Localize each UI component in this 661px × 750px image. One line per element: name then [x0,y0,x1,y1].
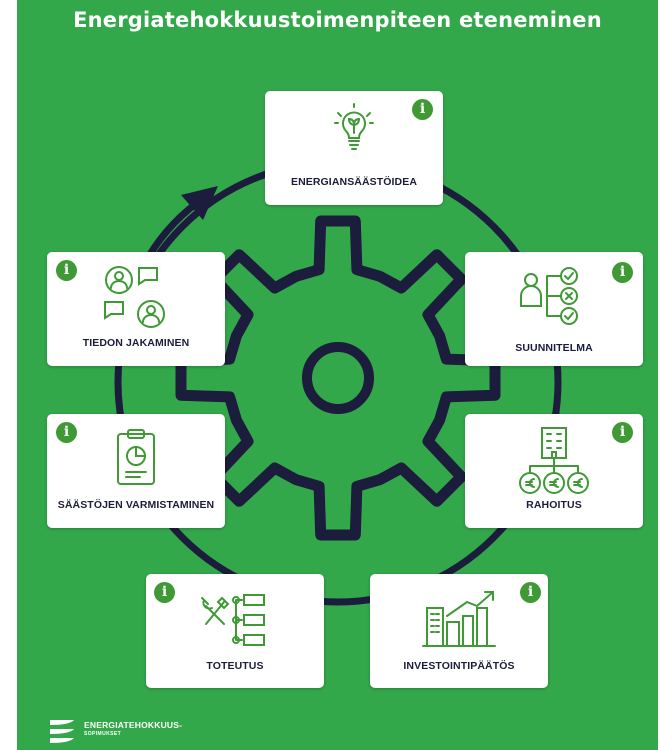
step-card-saastojen-varmistaminen[interactable]: SÄÄSTÖJEN VARMISTAMINEN i [47,414,225,528]
tools-icon [201,594,265,646]
step-card-tiedon-jakaminen[interactable]: TIEDON JAKAMINEN i [47,252,225,366]
step-card-energiansaastoidea[interactable]: ENERGIANSÄÄSTÖIDEA i [265,91,443,205]
logo-wordmark: ENERGIATEHOKKUUS- SOPIMUKSET [84,720,182,737]
step-label: INVESTOINTIPÄÄTÖS [403,660,515,672]
lightbulb-icon [334,103,374,150]
info-button[interactable]: i [154,582,175,603]
people-chat-icon [104,266,165,328]
funding-euro-icon [519,427,589,494]
step-card-investointipaatos[interactable]: INVESTOINTIPÄÄTÖS i [370,574,548,688]
step-card-toteutus[interactable]: TOTEUTUS i [146,574,324,688]
step-label: TOTEUTUS [206,660,264,672]
info-button[interactable]: i [520,582,541,603]
step-label: SÄÄSTÖJEN VARMISTAMINEN [57,499,215,511]
logo-line-1: ENERGIATEHOKKUUS- [84,720,183,730]
step-label: TIEDON JAKAMINEN [82,337,190,349]
info-button[interactable]: i [612,422,633,443]
cycle-arrow-head [181,186,218,220]
info-button[interactable]: i [56,260,77,281]
energiatehokkuus-logo-icon [50,720,74,743]
growth-chart-icon [422,591,496,647]
gear-icon [175,215,501,541]
step-label: SUUNNITELMA [515,342,593,354]
info-button[interactable]: i [412,99,433,120]
step-label: ENERGIANSÄÄSTÖIDEA [290,176,418,188]
logo-line-2: SOPIMUKSET [84,731,122,737]
page-title: Energiatehokkuustoimenpiteen eteneminen [73,8,602,32]
step-card-suunnitelma[interactable]: SUUNNITELMA i [465,252,643,366]
info-button[interactable]: i [56,422,77,443]
step-label: RAHOITUS [526,499,582,511]
gear-hub [302,342,374,414]
plan-checklist-icon [520,267,578,325]
info-button[interactable]: i [612,262,633,283]
clipboard-chart-icon [117,429,155,485]
step-card-rahoitus[interactable]: RAHOITUS i [465,414,643,528]
